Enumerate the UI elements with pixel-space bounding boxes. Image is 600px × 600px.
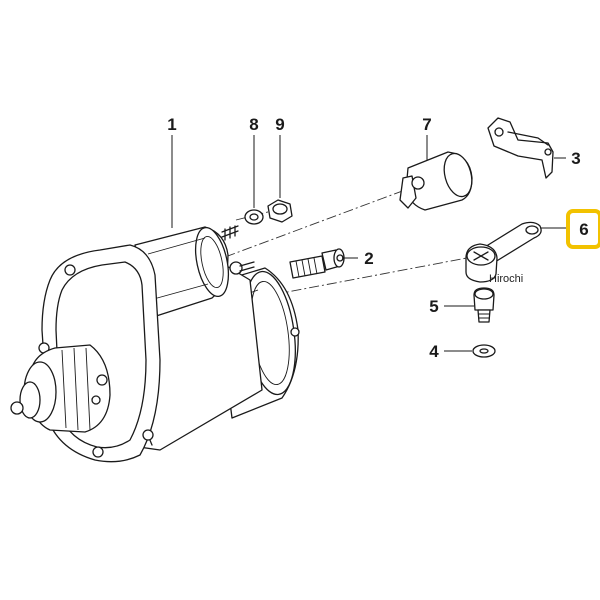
callout-label-1[interactable]: 1	[167, 115, 176, 134]
lever-part-6[interactable]	[465, 221, 542, 283]
callout-6-highlight-box	[566, 209, 600, 249]
callout-label-4[interactable]: 4	[429, 342, 439, 361]
screw-part-5[interactable]	[473, 287, 495, 323]
callout-labels: 1 2 3 4 5 6 7 8 9	[167, 115, 588, 361]
leader-lines	[171, 135, 566, 352]
callout-label-2[interactable]: 2	[364, 249, 373, 268]
callout-label-8[interactable]: 8	[249, 115, 258, 134]
callout-label-7[interactable]: 7	[422, 115, 431, 134]
watermark-text: Hirochi	[489, 273, 523, 285]
callout-label-9[interactable]: 9	[275, 115, 284, 134]
washer-part-4[interactable]	[472, 344, 496, 358]
cap-part-7[interactable]	[399, 150, 476, 211]
callout-label-3[interactable]: 3	[571, 149, 580, 168]
washer-part-8[interactable]	[244, 209, 264, 225]
nut-part-9[interactable]	[267, 199, 293, 223]
callout-label-5[interactable]: 5	[429, 297, 438, 316]
bolt-part-2[interactable]	[289, 248, 345, 279]
bracket-part-3[interactable]	[487, 117, 554, 179]
callout-label-6[interactable]: 6	[579, 220, 588, 239]
starter-motor[interactable]	[10, 225, 302, 463]
